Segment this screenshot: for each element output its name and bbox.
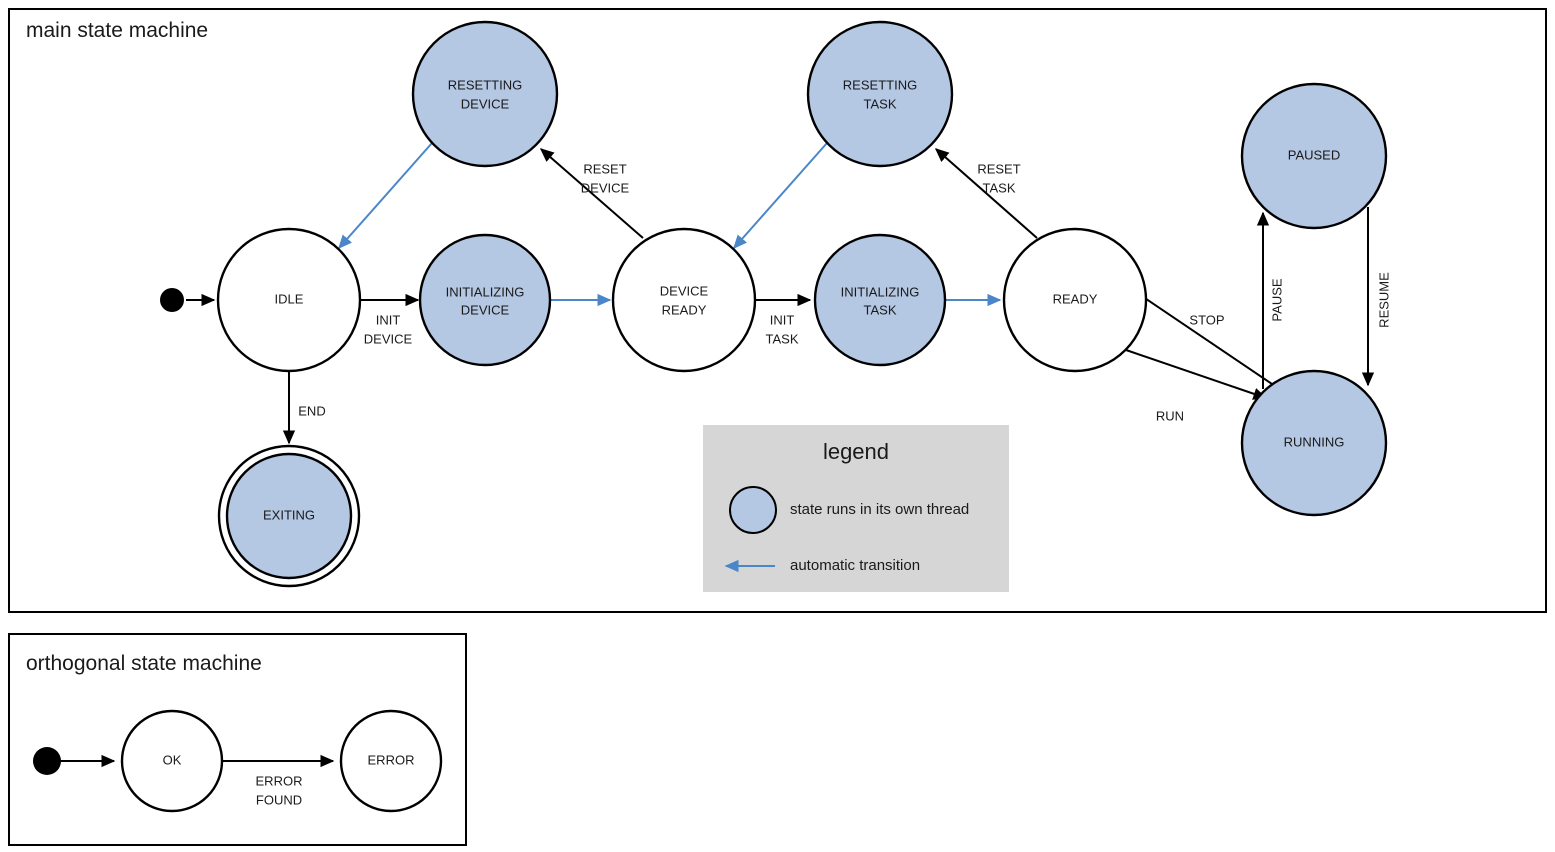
edge-label-pause: PAUSE: [1269, 278, 1284, 321]
edge-label-error-found-line1: ERROR: [256, 773, 303, 788]
state-resetting-device-label-line2: DEVICE: [461, 96, 510, 111]
state-ok[interactable]: OK: [120, 709, 224, 813]
state-initializing-task[interactable]: INITIALIZING TASK: [813, 233, 947, 367]
state-exiting-label: EXITING: [263, 507, 315, 522]
state-device-ready-label-line1: DEVICE: [660, 283, 709, 298]
state-initializing-task-label-line1: INITIALIZING: [841, 284, 920, 299]
state-error[interactable]: ERROR: [339, 709, 443, 813]
state-running[interactable]: RUNNING: [1240, 369, 1388, 517]
state-device-ready-label-line2: READY: [662, 302, 707, 317]
state-ok-label: OK: [163, 752, 182, 767]
state-paused[interactable]: PAUSED: [1240, 82, 1388, 230]
initial-state-dot[interactable]: [160, 288, 184, 312]
edge-label-reset-task-line2: TASK: [983, 180, 1016, 195]
state-resetting-device-circle[interactable]: [411, 20, 559, 168]
state-ready[interactable]: READY: [1002, 227, 1148, 373]
state-running-circle[interactable]: [1240, 369, 1388, 517]
state-initializing-task-circle[interactable]: [813, 233, 947, 367]
edge-label-end: END: [298, 403, 325, 418]
state-device-ready[interactable]: DEVICE READY: [611, 227, 757, 373]
main-transition-labels: INIT DEVICE END RESET DEVICE INIT TASK R…: [298, 161, 1391, 423]
transition-ready-running[interactable]: [1125, 349, 1268, 400]
edge-label-error-found-line2: FOUND: [256, 792, 302, 807]
transition-device-ready-resetting-device[interactable]: [539, 148, 644, 239]
state-resetting-device-label-line1: RESETTING: [448, 77, 522, 92]
state-resetting-task[interactable]: RESETTING TASK: [806, 20, 954, 168]
state-idle-label: IDLE: [275, 291, 304, 306]
edge-label-reset-device-line2: DEVICE: [581, 180, 630, 195]
edge-label-reset-device-line1: RESET: [583, 161, 626, 176]
edge-label-stop: STOP: [1189, 312, 1224, 327]
state-paused-circle[interactable]: [1240, 82, 1388, 230]
edge-label-init-device-line1: INIT: [376, 312, 401, 327]
legend: legend state runs in its own thread auto…: [703, 425, 1009, 592]
state-ready-label: READY: [1053, 291, 1098, 306]
state-exiting[interactable]: EXITING: [217, 444, 361, 588]
state-idle-circle[interactable]: [216, 227, 362, 373]
transition-resetting-device-idle[interactable]: [338, 142, 433, 250]
state-idle[interactable]: IDLE: [216, 227, 362, 373]
state-initializing-device-circle[interactable]: [418, 233, 552, 367]
legend-threaded-state-swatch: [729, 486, 777, 534]
state-device-ready-circle[interactable]: [611, 227, 757, 373]
state-error-circle[interactable]: [339, 709, 443, 813]
orthogonal-states-layer: OK ERROR: [33, 709, 443, 813]
main-frame-title: main state machine: [26, 19, 208, 42]
transition-ready-resetting-task[interactable]: [934, 148, 1038, 239]
state-resetting-task-label-line1: RESETTING: [843, 77, 917, 92]
state-error-label: ERROR: [368, 752, 415, 767]
state-resetting-task-circle[interactable]: [806, 20, 954, 168]
state-exiting-circle[interactable]: [225, 452, 353, 580]
transition-resetting-task-device-ready[interactable]: [733, 142, 828, 250]
edge-label-init-task-line2: TASK: [766, 331, 799, 346]
state-paused-label: PAUSED: [1288, 147, 1341, 162]
state-initializing-device-label-line1: INITIALIZING: [446, 284, 525, 299]
transition-running-ready[interactable]: [1128, 287, 1273, 385]
state-resetting-device[interactable]: RESETTING DEVICE: [411, 20, 559, 168]
edge-label-init-device-line2: DEVICE: [364, 331, 413, 346]
state-running-label: RUNNING: [1284, 434, 1345, 449]
orthogonal-frame-title: orthogonal state machine: [26, 652, 262, 675]
state-exiting-outer-ring: [217, 444, 361, 588]
orthogonal-initial-state-dot[interactable]: [33, 747, 61, 775]
edge-label-reset-task-line1: RESET: [977, 161, 1020, 176]
edge-label-run: RUN: [1156, 408, 1184, 423]
state-resetting-task-label-line2: TASK: [864, 96, 897, 111]
legend-item-label-automatic: automatic transition: [790, 557, 920, 574]
edge-label-resume: RESUME: [1376, 272, 1391, 328]
main-transitions-layer: [186, 142, 1375, 445]
state-initializing-device-label-line2: DEVICE: [461, 302, 510, 317]
orthogonal-transition-labels: ERROR FOUND: [256, 773, 303, 807]
legend-item-label-threaded: state runs in its own thread: [790, 501, 969, 518]
state-initializing-task-label-line2: TASK: [864, 302, 897, 317]
legend-title: legend: [823, 439, 889, 464]
main-states-layer: IDLE INITIALIZING DEVICE RESETTING DEVIC…: [160, 20, 1388, 588]
state-ready-circle[interactable]: [1002, 227, 1148, 373]
state-initializing-device[interactable]: INITIALIZING DEVICE: [418, 233, 552, 367]
state-ok-circle[interactable]: [120, 709, 224, 813]
edge-label-init-task-line1: INIT: [770, 312, 795, 327]
